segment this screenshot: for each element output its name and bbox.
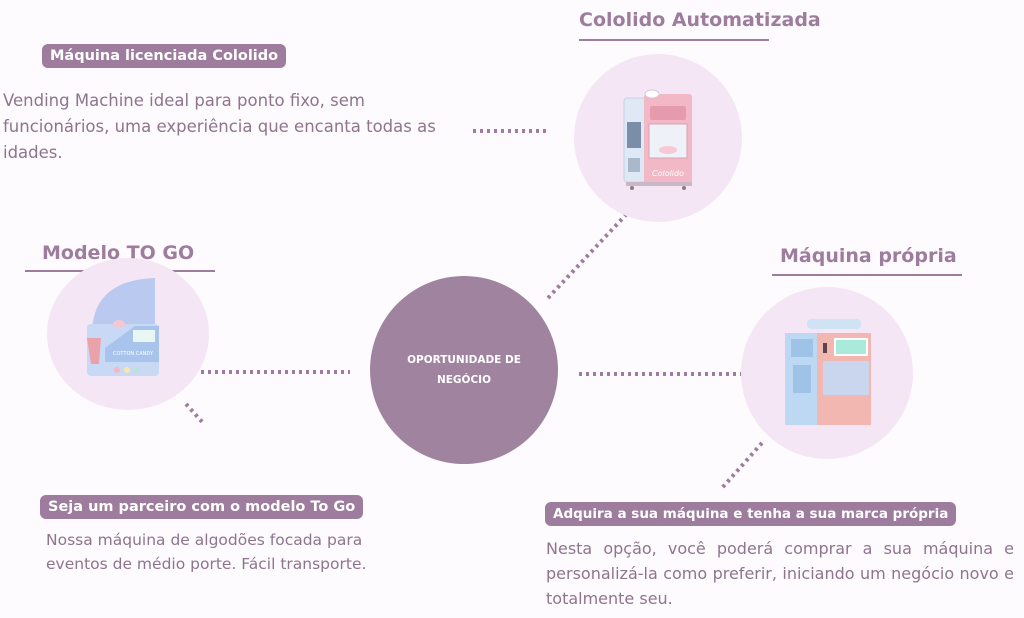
to-go-partner-pill: Seja um parceiro com o modelo To Go: [40, 495, 364, 519]
automated-title: Cololido Automatizada: [579, 9, 821, 31]
connector-top-right: [546, 202, 638, 300]
own-machine-title-underline: [772, 274, 962, 276]
licensed-machine-description: Vending Machine ideal para ponto fixo, s…: [3, 91, 436, 162]
automated-machine-illustration: Cololido: [623, 89, 692, 190]
own-machine-circle: [741, 287, 913, 459]
licensed-machine-pill: Máquina licenciada Cololido: [42, 44, 287, 68]
automated-title-underline: [579, 39, 769, 41]
to-go-machine-illustration: COTTON CANDY: [87, 278, 159, 376]
to-go-machine-circle: COTTON CANDY: [47, 258, 209, 410]
own-machine-description: Nesta opção, você poderá comprar a sua m…: [546, 539, 1014, 608]
to-go-description: Nossa máquina de algodões focada para ev…: [46, 531, 367, 573]
cotton-candy-panel-text: COTTON CANDY: [113, 351, 154, 357]
cololido-logo: Cololido: [652, 169, 684, 178]
own-machine-illustration: [785, 319, 871, 425]
business-opportunity-label: OPORTUNIDADE DE NEGÓCIO: [407, 354, 521, 386]
to-go-title: Modelo TO GO: [42, 242, 195, 264]
own-machine-title: Máquina própria: [780, 245, 957, 267]
business-opportunity-circle: OPORTUNIDADE DE NEGÓCIO: [370, 276, 558, 464]
connector-right-bottom: [720, 441, 764, 490]
automated-machine-circle: Cololido: [574, 54, 742, 222]
own-brand-pill: Adquira a sua máquina e tenha a sua marc…: [545, 502, 957, 526]
connector-left-bottom: [184, 402, 206, 426]
